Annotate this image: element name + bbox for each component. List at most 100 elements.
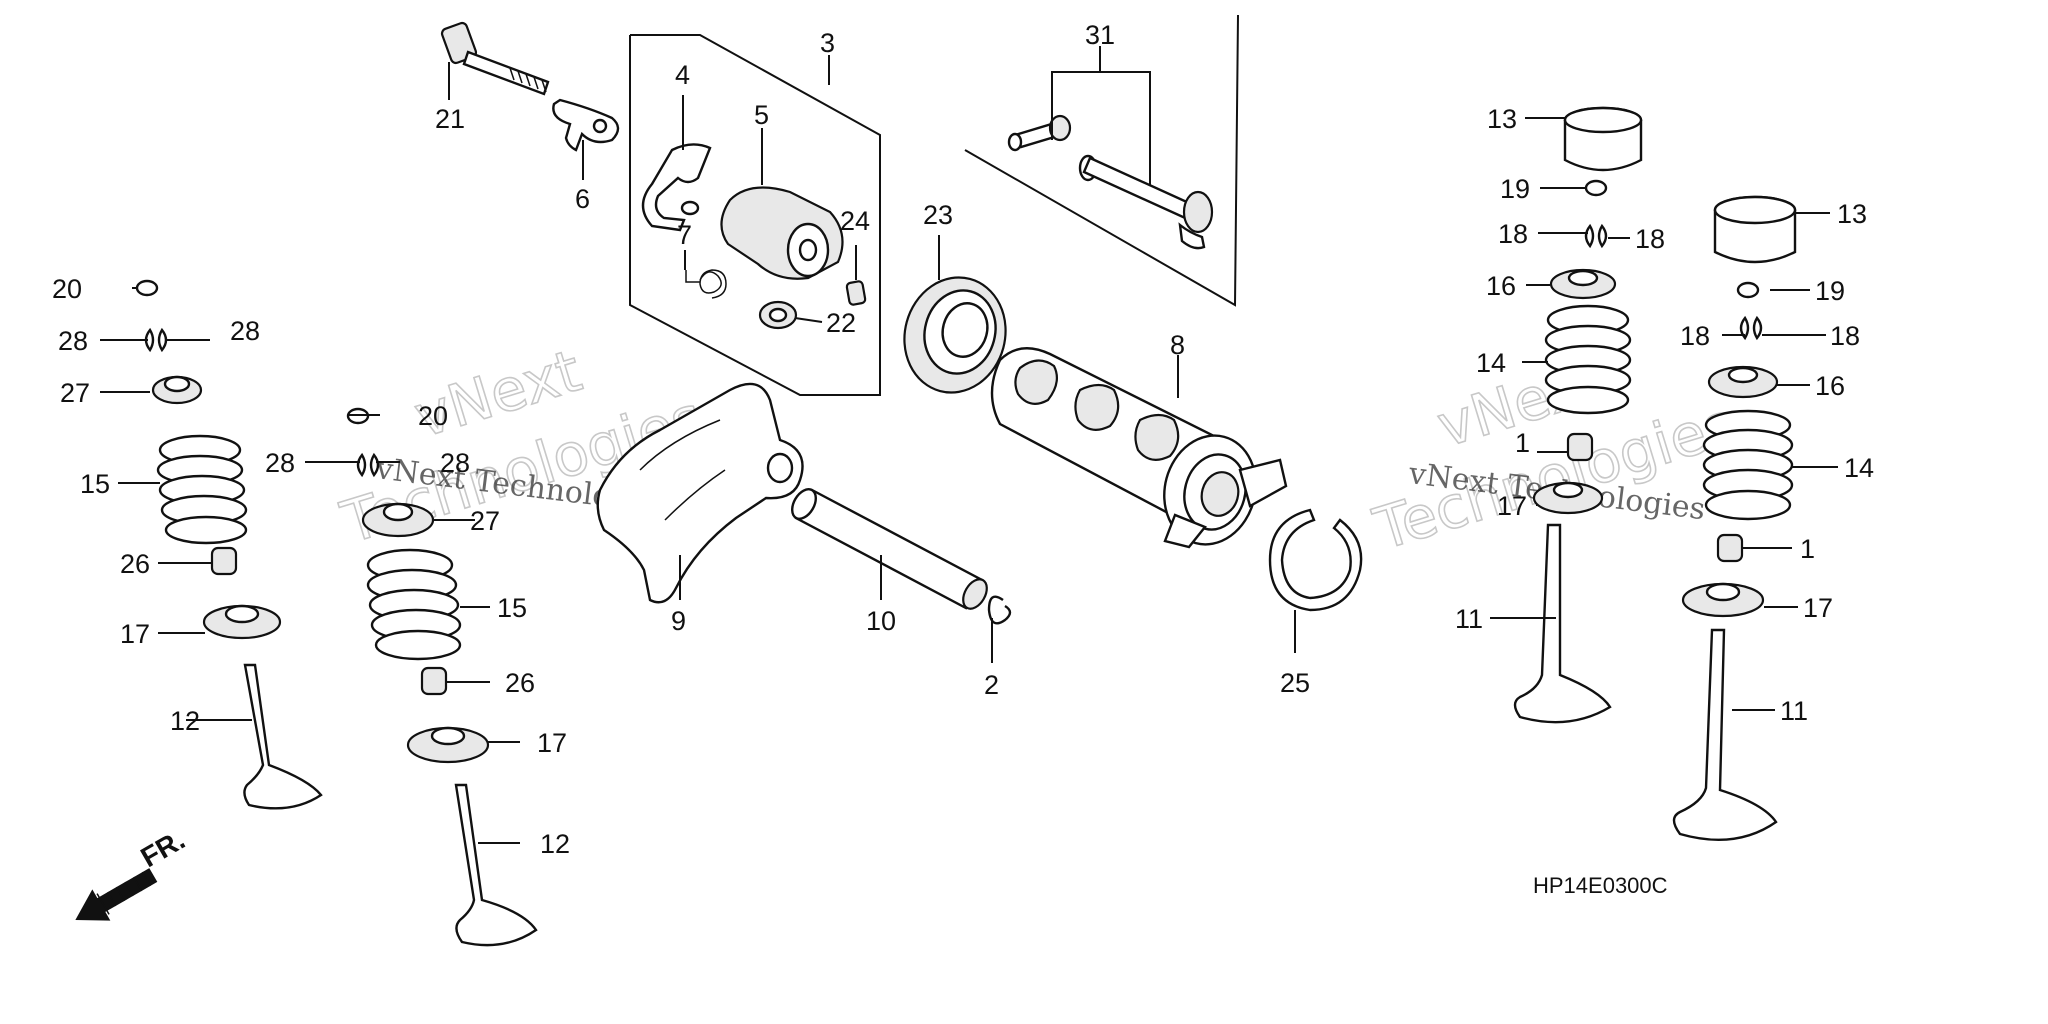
valve (454, 783, 538, 947)
valve-cotter-halves (356, 452, 380, 478)
bearing (903, 276, 1007, 394)
callout-3: 3 (820, 28, 835, 58)
valve-stem-seal (210, 546, 238, 576)
callout-14: 14 (1844, 453, 1874, 483)
callout-24: 24 (840, 206, 870, 236)
front-indicator: FR. (75, 824, 191, 921)
callout-1: 1 (1800, 534, 1815, 564)
valve-spring (156, 434, 248, 545)
callout-13: 13 (1487, 104, 1517, 134)
spring-seat (406, 726, 490, 764)
callout-18: 18 (1830, 321, 1860, 351)
callout-10: 10 (866, 606, 896, 636)
callout-17: 17 (120, 619, 150, 649)
callout-2: 2 (984, 670, 999, 700)
valve-spring (1702, 409, 1794, 521)
rocker-arm (596, 382, 804, 604)
callout-21: 21 (435, 104, 465, 134)
callout-6: 6 (575, 184, 590, 214)
callout-16: 16 (1486, 271, 1516, 301)
callout-28: 28 (440, 448, 470, 478)
diagram-code: HP14E0300C (1533, 873, 1668, 898)
callout-19: 19 (1815, 276, 1845, 306)
bolt (440, 21, 550, 96)
spring-retainer (361, 502, 435, 538)
callout-11: 11 (1455, 604, 1483, 634)
callout-25: 25 (1280, 668, 1310, 698)
valve-stem-seal (1566, 432, 1594, 462)
callout-13: 13 (1837, 199, 1867, 229)
valve-stem-seal (1716, 533, 1744, 563)
valve (1513, 523, 1612, 724)
callout-8: 8 (1170, 330, 1185, 360)
callout-17: 17 (1803, 593, 1833, 623)
valve-cotter-cap (1736, 281, 1760, 299)
callout-27: 27 (470, 506, 500, 536)
valve-cotter-halves (1584, 223, 1608, 249)
valve-spring (366, 548, 462, 661)
callout-18: 18 (1635, 224, 1665, 254)
callout-15: 15 (80, 469, 110, 499)
spring-retainer (1549, 268, 1617, 300)
spring-retainer (1707, 365, 1779, 399)
snap-ring (987, 595, 1012, 625)
valve-stack-right-inner (1513, 106, 1643, 724)
lock-plate (552, 98, 620, 152)
valve-cotter-halves (144, 327, 168, 353)
tappet (1563, 106, 1643, 172)
camshaft (990, 347, 1288, 549)
front-arrow-icon (75, 868, 158, 921)
rocker-arm-shaft (791, 488, 988, 610)
callout-27: 27 (60, 378, 90, 408)
callout-1: 1 (1515, 428, 1530, 458)
valve (243, 663, 323, 810)
callout-28: 28 (265, 448, 295, 478)
callout-4: 4 (675, 60, 690, 90)
callout-16: 16 (1815, 371, 1845, 401)
leader-lines (100, 46, 1838, 844)
callout-12: 12 (540, 829, 570, 859)
callout-28: 28 (58, 326, 88, 356)
circlip (1268, 508, 1363, 612)
small-shaft (1007, 114, 1072, 152)
callout-28: 28 (230, 316, 260, 346)
shaft-assembly-box (964, 14, 1239, 307)
callout-7: 7 (677, 220, 692, 250)
callout-18: 18 (1680, 321, 1710, 351)
spring-seat (202, 604, 282, 640)
spring-seat (1532, 481, 1604, 515)
callout-22: 22 (826, 308, 856, 338)
callout-5: 5 (754, 100, 769, 130)
callout-26: 26 (505, 668, 535, 698)
callout-11: 11 (1780, 696, 1808, 726)
long-shaft (1078, 154, 1214, 250)
valve-cotter-cap (1584, 179, 1608, 197)
torsion-spring (685, 269, 727, 299)
valve-stack-left (135, 279, 323, 810)
valve-stack-right-outer (1672, 195, 1797, 842)
callout-20: 20 (418, 401, 448, 431)
callout-9: 9 (671, 606, 686, 636)
callout-14: 14 (1476, 348, 1506, 378)
callout-17: 17 (537, 728, 567, 758)
callout-15: 15 (497, 593, 527, 623)
callout-19: 19 (1500, 174, 1530, 204)
rocker-arm-slipper (641, 143, 712, 232)
callouts: 20 28 28 27 15 26 17 12 20 28 28 27 15 2… (52, 20, 1874, 859)
spring-seat (1681, 582, 1765, 618)
spring-retainer (151, 375, 203, 405)
valve-cotter-halves (1739, 315, 1763, 341)
valve-cotter-cap (135, 279, 159, 297)
valve (1672, 628, 1778, 842)
callout-23: 23 (923, 200, 953, 230)
tappet (1713, 195, 1797, 264)
callout-26: 26 (120, 549, 150, 579)
pin (845, 280, 867, 306)
rocker-arm-assembly-box (629, 34, 881, 396)
front-label: FR. (136, 824, 191, 873)
callout-12: 12 (170, 706, 200, 736)
valve-spring (1544, 304, 1632, 415)
valve-stem-seal (420, 666, 448, 696)
callout-18: 18 (1498, 219, 1528, 249)
